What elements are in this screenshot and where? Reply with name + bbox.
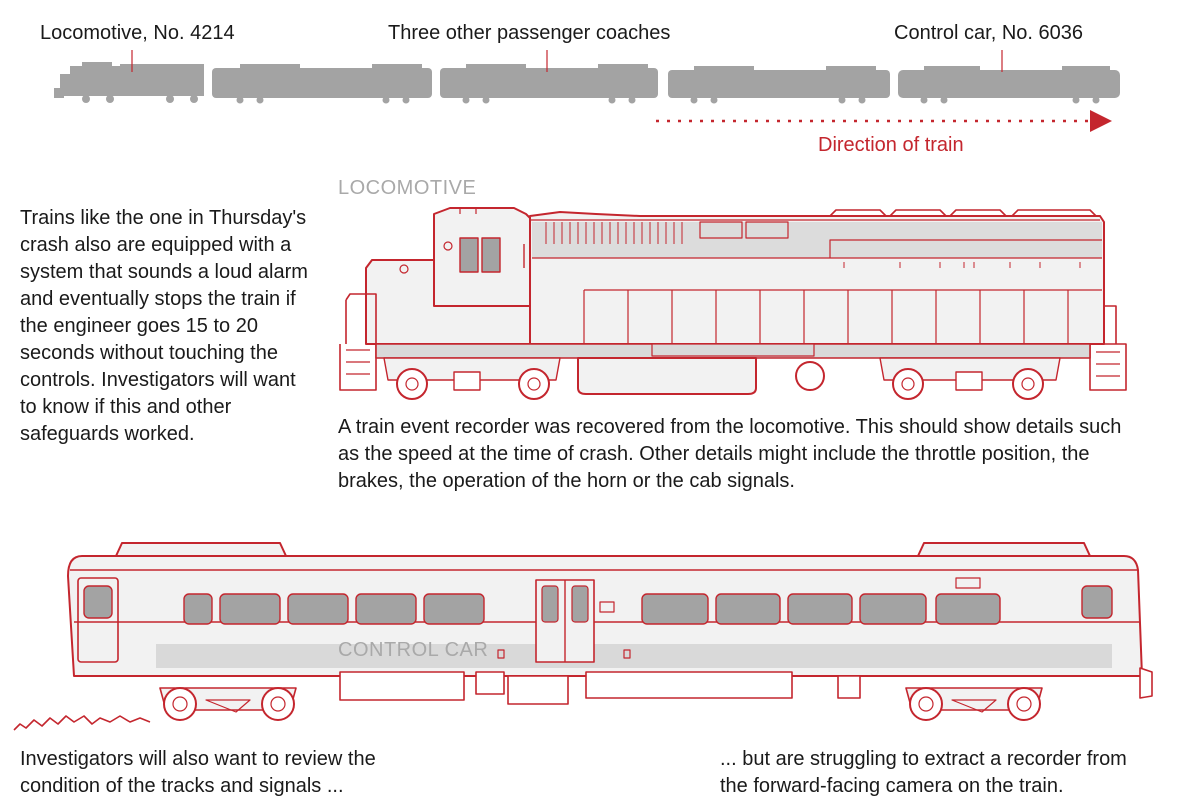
control-car-front-truck [159,687,297,721]
tracks-signals-note: Investigators will also want to review t… [20,748,376,797]
control-car-drawing [13,542,1153,731]
control-car-right-windows [641,593,1001,625]
control-car-underbody [339,667,1153,705]
safety-system-note: Trains like the one in Thursday's crash … [20,207,308,445]
locomotive-hood-ticks [843,262,1081,268]
locomotive-hood-doors [583,289,1102,344]
silhouette-coach-1 [212,64,432,104]
label-control-car-number: Control car, No. 6036 [894,22,1083,44]
label-locomotive-number: Locomotive, No. 4214 [40,22,235,44]
control-car-heading: CONTROL CAR [338,639,489,661]
locomotive-heading: LOCOMOTIVE [338,177,477,199]
locomotive-drawing [339,207,1127,400]
locomotive-rear-truck [879,357,1061,400]
silhouette-coach-3 [668,66,890,104]
control-car-rear-truck [905,687,1043,721]
label-passenger-coaches: Three other passenger coaches [388,22,671,44]
silhouette-control-car [898,66,1120,104]
grass-line [13,715,151,731]
control-car-doors [497,579,631,663]
silhouette-locomotive [54,62,204,103]
label-leader-lines [131,50,1003,72]
direction-arrow-head [1090,110,1112,132]
camera-recorder-note: ... but are struggling to extract a reco… [720,748,1127,797]
event-recorder-caption: A train event recorder was recovered fro… [338,416,1122,492]
locomotive-grill [545,222,683,244]
train-silhouette [54,62,1120,104]
label-direction-of-train: Direction of train [818,134,964,156]
control-car-left-windows [183,593,485,625]
silhouette-coach-2 [440,64,658,104]
locomotive-front-truck [383,357,561,400]
